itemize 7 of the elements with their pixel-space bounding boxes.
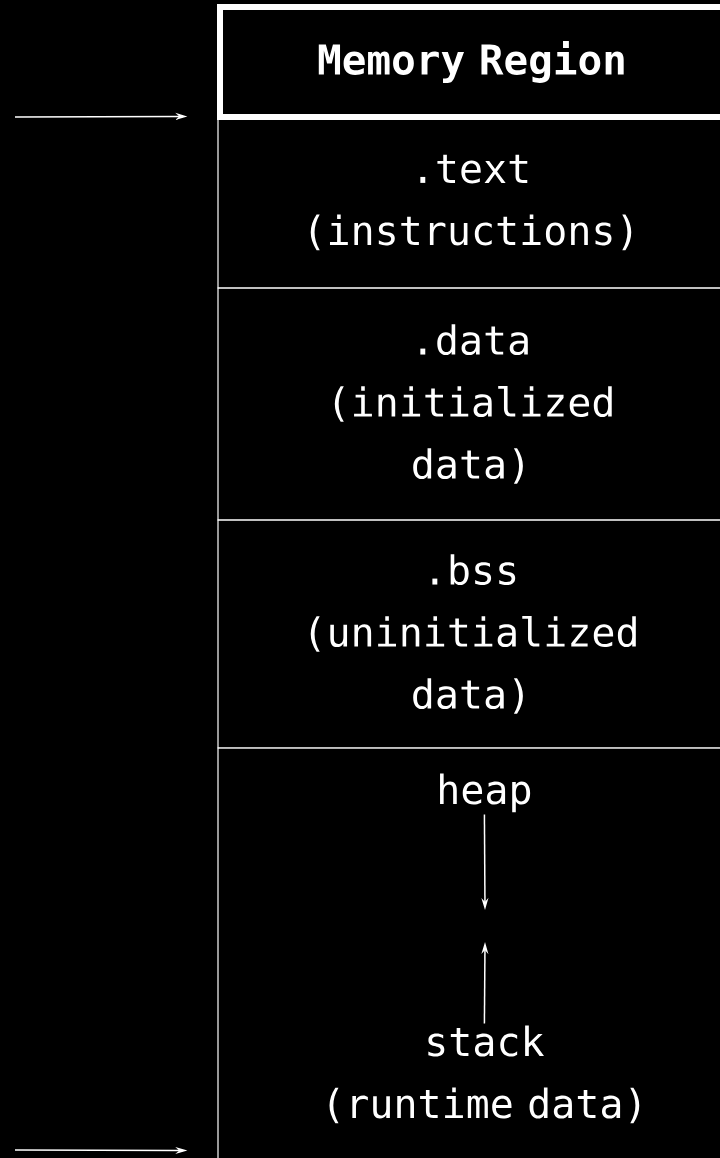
segment-label: stack (runtime data) bbox=[329, 1025, 640, 1124]
header-box: Memory Region bbox=[217, 4, 720, 120]
memory-segment-box: .data (initialized data) bbox=[217, 287, 720, 521]
segment-label: heap bbox=[440, 773, 531, 813]
memory-segment-box: .text (instructions) bbox=[217, 116, 720, 289]
memory-segment-box bbox=[217, 747, 720, 1158]
memory-segment-box: .bss (uninitialized data) bbox=[217, 519, 720, 749]
